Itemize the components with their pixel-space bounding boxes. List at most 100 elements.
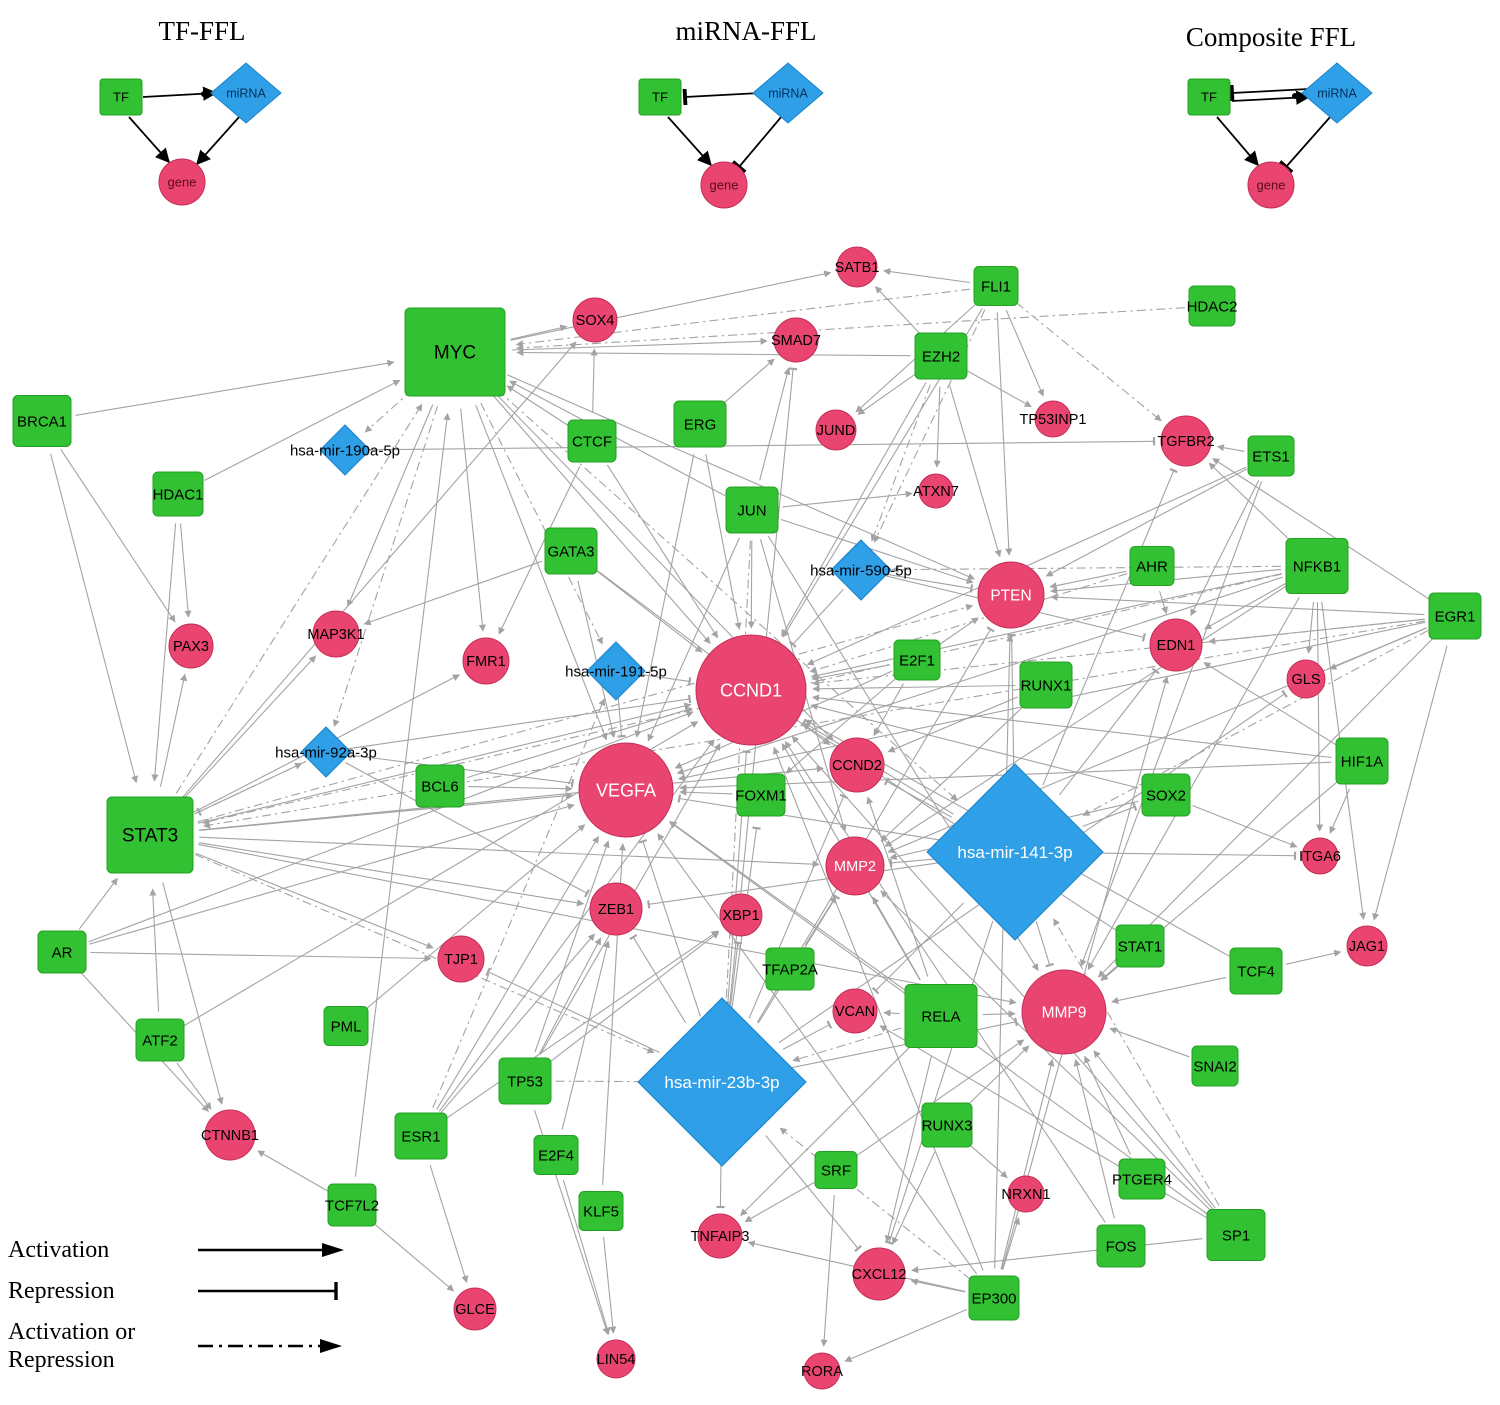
node-SNAI2[interactable]: SNAI2 — [1191, 1045, 1239, 1087]
tf-square[interactable] — [1188, 285, 1236, 327]
node-TCF7L2[interactable]: TCF7L2 — [325, 1183, 379, 1227]
node-ITGA6[interactable]: ITGA6 — [1299, 837, 1341, 875]
tf-square[interactable] — [893, 639, 941, 681]
tf-square[interactable] — [544, 527, 598, 575]
node-ETS1[interactable]: ETS1 — [1247, 435, 1295, 477]
node-TP53[interactable]: TP53 — [498, 1057, 552, 1105]
tf-square[interactable] — [1335, 737, 1389, 785]
mirna-diamond[interactable] — [637, 997, 807, 1167]
node-PAX3[interactable]: PAX3 — [168, 623, 214, 669]
node-BRCA1[interactable]: BRCA1 — [12, 395, 72, 447]
node-BCL6[interactable]: BCL6 — [415, 764, 465, 808]
node-ATXN7[interactable]: ATXN7 — [913, 473, 959, 509]
gene-circle[interactable] — [589, 882, 643, 936]
tf-square[interactable] — [106, 796, 194, 874]
gene-circle[interactable] — [695, 634, 807, 746]
node-GLS[interactable]: GLS — [1286, 659, 1326, 699]
tf-square[interactable] — [1118, 1158, 1166, 1200]
gene-circle[interactable] — [204, 1109, 256, 1161]
node-CCND2[interactable]: CCND2 — [829, 737, 885, 793]
node-JUND[interactable]: JUND — [815, 409, 857, 451]
tf-square[interactable] — [415, 764, 465, 808]
gene-circle[interactable] — [836, 246, 878, 288]
gene-circle[interactable] — [1021, 969, 1107, 1055]
tf-square[interactable] — [1285, 538, 1349, 594]
tf-square[interactable] — [1019, 661, 1073, 709]
gene-circle[interactable] — [578, 742, 674, 838]
tf-square[interactable] — [498, 1057, 552, 1105]
gene-circle[interactable] — [815, 409, 857, 451]
mirna-diamond[interactable] — [586, 641, 646, 701]
gene-circle[interactable] — [832, 988, 878, 1034]
tf-square[interactable] — [135, 1018, 185, 1062]
gene-circle[interactable] — [852, 1247, 906, 1301]
tf-square[interactable] — [1115, 924, 1165, 968]
node-ERG[interactable]: ERG — [673, 400, 727, 448]
node-JUN[interactable]: JUN — [725, 486, 779, 534]
node-CCND1[interactable]: CCND1 — [695, 634, 807, 746]
gene-circle[interactable] — [829, 737, 885, 793]
node-VEGFA[interactable]: VEGFA — [578, 742, 674, 838]
node-LIN54[interactable]: LIN54 — [596, 1339, 636, 1379]
gene-circle[interactable] — [1346, 925, 1388, 967]
gene-circle[interactable] — [773, 317, 819, 363]
tf-square[interactable] — [37, 930, 87, 974]
node-SP1[interactable]: SP1 — [1206, 1209, 1266, 1261]
node-VCAN[interactable]: VCAN — [832, 988, 878, 1034]
node-XBP1[interactable]: XBP1 — [719, 893, 763, 937]
gene-circle[interactable] — [825, 836, 885, 896]
gene-circle[interactable] — [312, 610, 360, 658]
node-STAT3[interactable]: STAT3 — [106, 796, 194, 874]
node-NFKB1[interactable]: NFKB1 — [1285, 538, 1349, 594]
mirna-diamond[interactable] — [830, 539, 892, 601]
tf-square[interactable] — [327, 1183, 377, 1227]
tf-square[interactable] — [968, 1275, 1020, 1321]
node-ESR1[interactable]: ESR1 — [394, 1112, 448, 1160]
gene-circle[interactable] — [1034, 400, 1072, 438]
node-E2F4[interactable]: E2F4 — [533, 1135, 579, 1175]
tf-square[interactable] — [1247, 435, 1295, 477]
tf-square[interactable] — [1428, 592, 1482, 640]
node-TP53INP1[interactable]: TP53INP1 — [1020, 400, 1087, 438]
node-TGFBR2[interactable]: TGFBR2 — [1157, 415, 1215, 467]
gene-circle[interactable] — [977, 561, 1045, 629]
gene-circle[interactable] — [462, 637, 510, 685]
node-CTCF[interactable]: CTCF — [567, 419, 617, 463]
node-AR[interactable]: AR — [37, 930, 87, 974]
gene-circle[interactable] — [1149, 618, 1203, 672]
mirna-diamond[interactable] — [319, 424, 371, 476]
gene-circle[interactable] — [1286, 659, 1326, 699]
node-ZEB1[interactable]: ZEB1 — [589, 882, 643, 936]
tf-square[interactable] — [1129, 546, 1175, 586]
node-KLF5[interactable]: KLF5 — [578, 1191, 624, 1231]
gene-circle[interactable] — [697, 1213, 743, 1259]
tf-square[interactable] — [1229, 947, 1283, 995]
node-MAP3K1[interactable]: MAP3K1 — [307, 610, 365, 658]
tf-square[interactable] — [973, 266, 1019, 306]
mirna-diamond[interactable] — [926, 763, 1104, 941]
node-SRF[interactable]: SRF — [814, 1151, 858, 1189]
tf-square[interactable] — [323, 1006, 369, 1046]
tf-square[interactable] — [578, 1191, 624, 1231]
gene-circle[interactable] — [1301, 837, 1339, 875]
node-CTNNB1[interactable]: CTNNB1 — [201, 1109, 259, 1161]
node-RELA[interactable]: RELA — [904, 984, 978, 1048]
tf-square[interactable] — [814, 1151, 858, 1189]
gene-circle[interactable] — [1007, 1175, 1045, 1213]
node-hsa-mir-190a-5p[interactable]: hsa-mir-190a-5p — [290, 424, 400, 476]
tf-square[interactable] — [1191, 1045, 1239, 1087]
tf-square[interactable] — [1096, 1224, 1146, 1268]
node-hsa-mir-141-3p[interactable]: hsa-mir-141-3p — [926, 763, 1104, 941]
node-EP300[interactable]: EP300 — [968, 1275, 1020, 1321]
node-ATF2[interactable]: ATF2 — [135, 1018, 185, 1062]
node-AHR[interactable]: AHR — [1129, 546, 1175, 586]
node-JAG1[interactable]: JAG1 — [1346, 925, 1388, 967]
node-RUNX3[interactable]: RUNX3 — [921, 1102, 973, 1148]
gene-circle[interactable] — [437, 935, 485, 983]
node-HDAC1[interactable]: HDAC1 — [152, 471, 204, 517]
gene-circle[interactable] — [453, 1287, 497, 1331]
node-MMP9[interactable]: MMP9 — [1021, 969, 1107, 1055]
tf-square[interactable] — [1141, 773, 1191, 817]
tf-square[interactable] — [404, 307, 506, 397]
node-hsa-mir-23b-3p[interactable]: hsa-mir-23b-3p — [637, 997, 807, 1167]
